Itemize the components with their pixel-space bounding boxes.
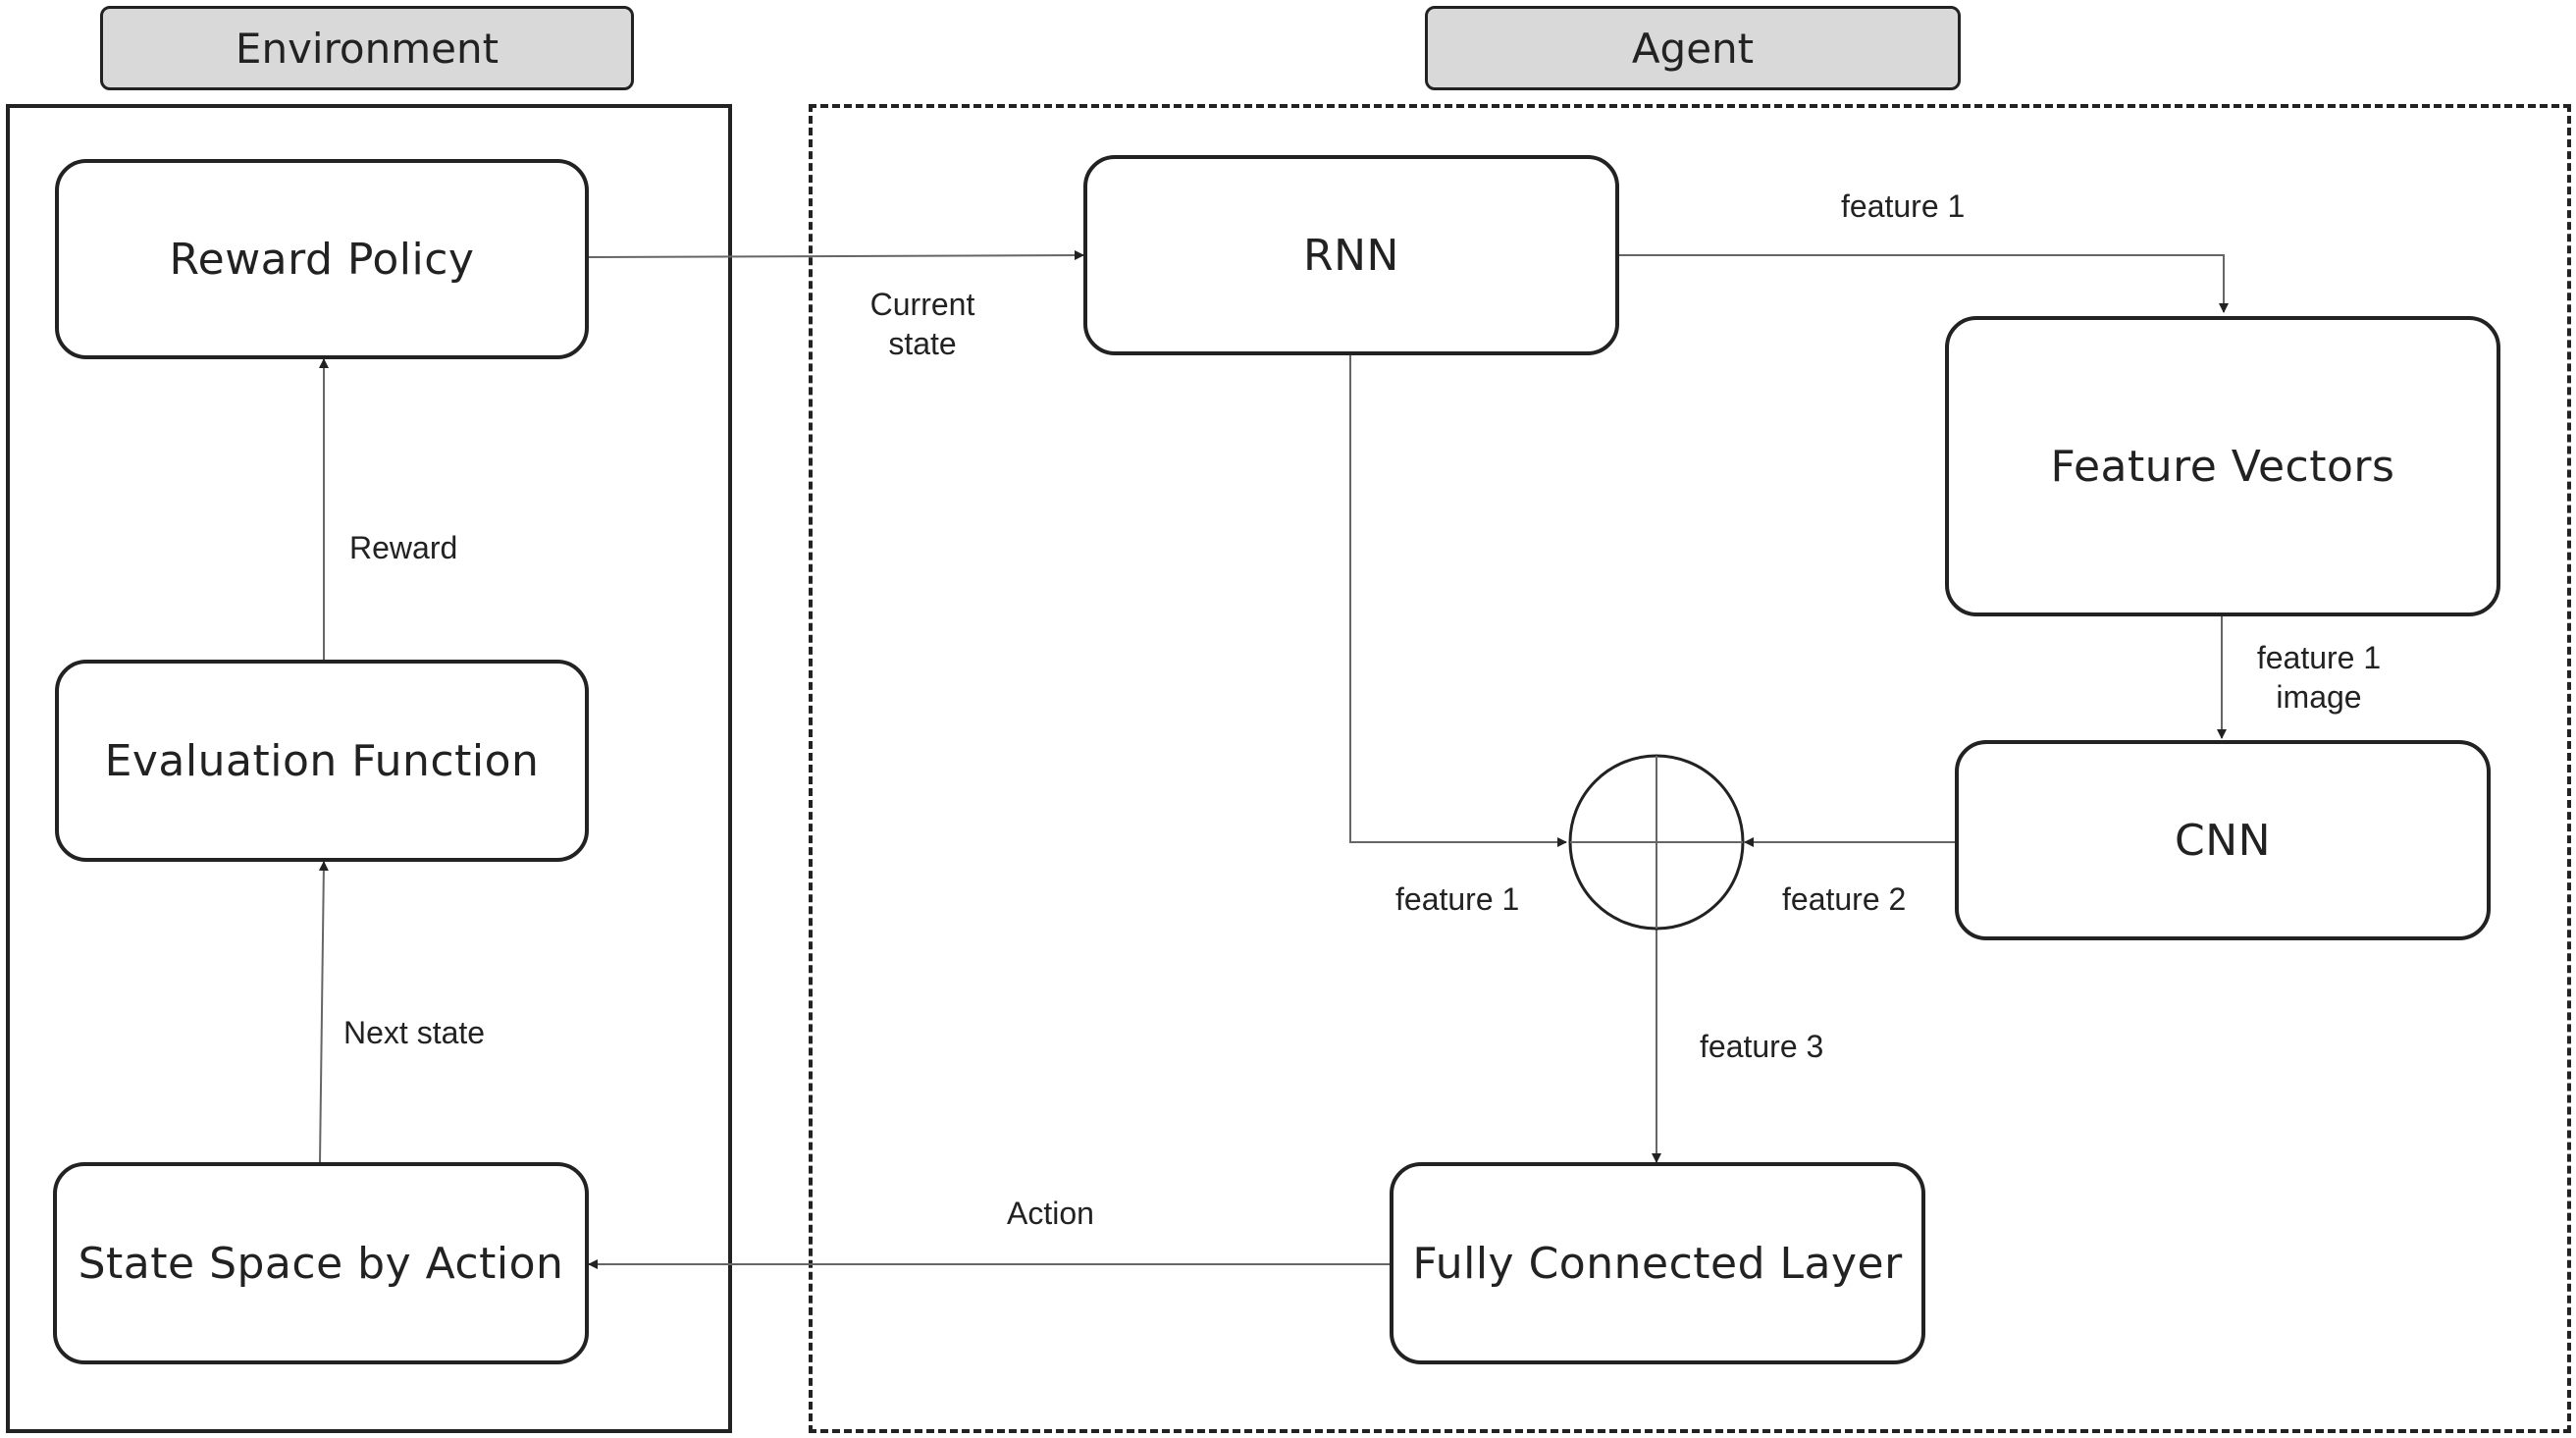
current-state-label-line1: Current [869, 287, 975, 322]
rnn-node: RNN [1083, 155, 1619, 355]
current-state-label-line2: state [888, 326, 957, 361]
feature-vectors-to-cnn-label-line1: feature 1 [2256, 640, 2382, 675]
fully-connected-layer-node: Fully Connected Layer [1390, 1162, 1925, 1364]
current-state-label: Current state [854, 285, 991, 363]
edge-rnn-to-feature-vectors [1619, 254, 2229, 313]
action-label: Action [1007, 1196, 1094, 1231]
feature-vectors-node: Feature Vectors [1945, 316, 2500, 616]
feature-vectors-to-cnn-label: feature 1 image [2243, 638, 2394, 717]
edge-next-state [318, 861, 329, 1163]
reward-policy-node: Reward Policy [55, 159, 589, 359]
rnn-to-combine-label: feature 1 [1395, 881, 1520, 917]
edge-current-state [588, 250, 1084, 261]
combine-to-fully-connected-label: feature 3 [1700, 1029, 1824, 1064]
agent-group-title: Agent [1425, 6, 1961, 90]
rnn-to-feature-vectors-label: feature 1 [1841, 188, 1966, 224]
agent-group-frame [809, 104, 2571, 1433]
evaluation-function-node: Evaluation Function [55, 660, 589, 862]
next-state-label: Next state [343, 1015, 486, 1050]
environment-group-title: Environment [100, 6, 634, 90]
feature-vectors-to-cnn-label-line2: image [2276, 679, 2362, 715]
environment-group-frame [6, 104, 732, 1433]
reward-label: Reward [349, 530, 458, 565]
state-space-node: State Space by Action [53, 1162, 589, 1364]
edge-rnn-to-combine [1349, 355, 1567, 847]
combine-node [1568, 754, 1745, 931]
cnn-to-combine-label: feature 2 [1782, 881, 1907, 917]
cnn-node: CNN [1955, 740, 2491, 940]
